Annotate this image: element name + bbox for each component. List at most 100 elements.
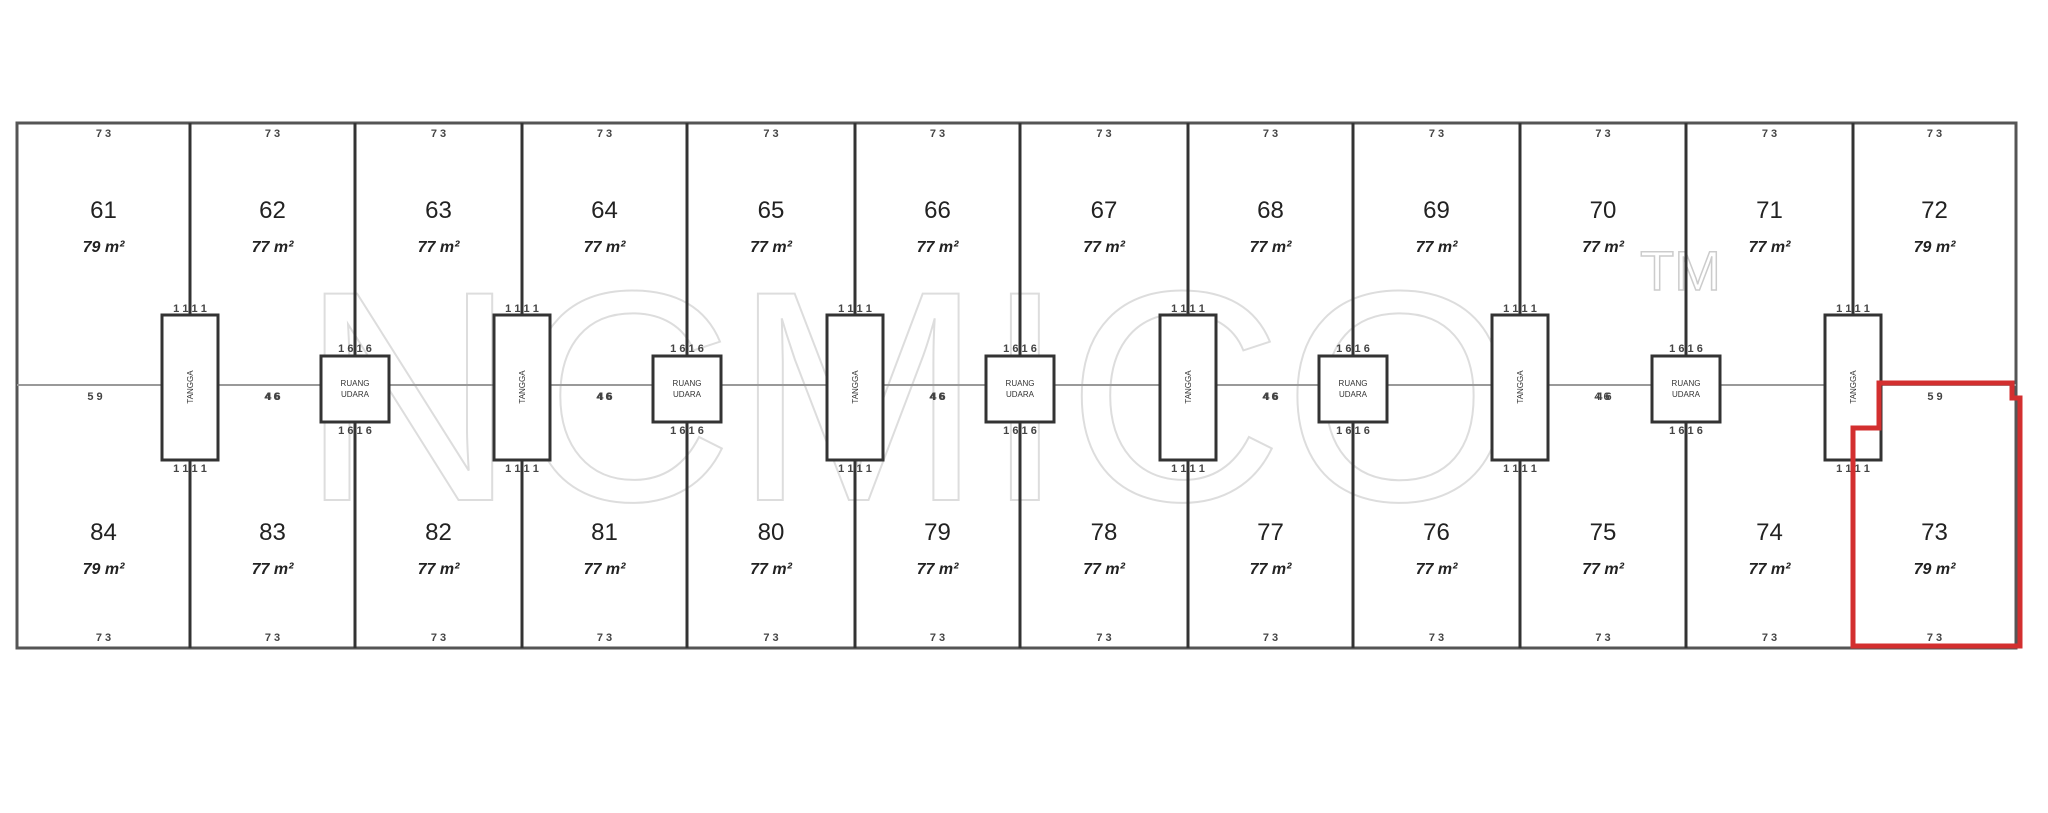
void-label: UDARA bbox=[1672, 390, 1701, 399]
unit-width-dim: 7 3 bbox=[1429, 632, 1444, 644]
void-box bbox=[1650, 354, 1722, 424]
unit-area: 77 m² bbox=[1083, 561, 1125, 578]
stair-dim: 1 1 1 1 bbox=[1503, 463, 1537, 475]
unit-area: 77 m² bbox=[750, 239, 792, 256]
stair-label: TANGGA bbox=[1516, 370, 1525, 404]
stair-dim: 1 1 1 1 bbox=[1171, 463, 1205, 475]
core-dim: 1 6 1 6 bbox=[670, 425, 704, 437]
watermark-tm: TM bbox=[1640, 239, 1721, 302]
unit-width-dim: 7 3 bbox=[930, 632, 945, 644]
void-label: RUANG bbox=[1672, 379, 1701, 388]
stair-dim: 1 1 1 1 bbox=[173, 303, 207, 315]
unit-number: 83 bbox=[259, 519, 286, 546]
unit-area: 79 m² bbox=[1914, 561, 1956, 578]
unit-area: 79 m² bbox=[83, 561, 125, 578]
void-box bbox=[319, 354, 391, 424]
void-label: RUANG bbox=[341, 379, 370, 388]
unit-area: 77 m² bbox=[1749, 239, 1791, 256]
unit-width-dim: 7 3 bbox=[431, 632, 446, 644]
core-dim: 1 6 1 6 bbox=[670, 343, 704, 355]
unit-width-dim: 7 3 bbox=[1595, 632, 1610, 644]
unit-number: 81 bbox=[591, 519, 618, 546]
unit-width-dim: 7 3 bbox=[597, 128, 612, 140]
unit-number: 61 bbox=[90, 197, 117, 224]
void-box bbox=[984, 354, 1056, 424]
stair-label: TANGGA bbox=[186, 370, 195, 404]
core-dim: 1 6 1 6 bbox=[1336, 343, 1370, 355]
unit-68[interactable]: 68 77 m² 7 3 bbox=[1250, 128, 1292, 256]
unit-area: 77 m² bbox=[1250, 239, 1292, 256]
corridor-dim: 5 9 bbox=[87, 391, 102, 403]
corridor-dim: 4 6 bbox=[1262, 391, 1277, 403]
unit-width-dim: 7 3 bbox=[763, 632, 778, 644]
unit-number: 76 bbox=[1423, 519, 1450, 546]
corridor-dim: 4 6 bbox=[1596, 391, 1611, 403]
stair-dim: 1 1 1 1 bbox=[173, 463, 207, 475]
unit-number: 69 bbox=[1423, 197, 1450, 224]
unit-width-dim: 7 3 bbox=[1096, 632, 1111, 644]
stair-label: TANGGA bbox=[1184, 370, 1193, 404]
unit-width-dim: 7 3 bbox=[1263, 632, 1278, 644]
unit-width-dim: 7 3 bbox=[930, 128, 945, 140]
unit-width-dim: 7 3 bbox=[1429, 128, 1444, 140]
unit-width-dim: 7 3 bbox=[431, 128, 446, 140]
stair-core: TANGGA 1 1 1 1 1 1 1 1 bbox=[160, 303, 220, 475]
unit-number: 72 bbox=[1921, 197, 1948, 224]
stair-dim: 1 1 1 1 bbox=[1171, 303, 1205, 315]
unit-width-dim: 7 3 bbox=[1927, 128, 1942, 140]
unit-number: 82 bbox=[425, 519, 452, 546]
unit-number: 77 bbox=[1257, 519, 1284, 546]
unit-width-dim: 7 3 bbox=[763, 128, 778, 140]
unit-76[interactable]: 76 77 m² 7 3 bbox=[1416, 519, 1458, 644]
corridor-dim: 4 6 bbox=[1594, 391, 1609, 403]
unit-width-dim: 7 3 bbox=[96, 128, 111, 140]
stair-dim: 1 1 1 1 bbox=[1836, 303, 1870, 315]
unit-number: 67 bbox=[1091, 197, 1118, 224]
core-dim: 1 6 1 6 bbox=[338, 425, 372, 437]
stair-core: TANGGA 1 1 1 1 1 1 1 1 bbox=[1158, 303, 1218, 475]
core-dim: 1 6 1 6 bbox=[1003, 425, 1037, 437]
corridor-dim: 4 6 bbox=[930, 391, 945, 403]
unit-width-dim: 7 3 bbox=[265, 128, 280, 140]
core-dim: 1 6 1 6 bbox=[338, 343, 372, 355]
unit-area: 77 m² bbox=[1582, 239, 1624, 256]
unit-area: 77 m² bbox=[584, 561, 626, 578]
unit-number: 68 bbox=[1257, 197, 1284, 224]
unit-width-dim: 7 3 bbox=[1762, 128, 1777, 140]
stair-dim: 1 1 1 1 bbox=[505, 303, 539, 315]
corridor-dim: 4 6 bbox=[597, 391, 612, 403]
unit-number: 75 bbox=[1590, 519, 1617, 546]
unit-number: 70 bbox=[1590, 197, 1617, 224]
stair-box bbox=[825, 313, 885, 462]
unit-area: 77 m² bbox=[917, 239, 959, 256]
unit-width-dim: 7 3 bbox=[1263, 128, 1278, 140]
unit-area: 77 m² bbox=[1416, 561, 1458, 578]
